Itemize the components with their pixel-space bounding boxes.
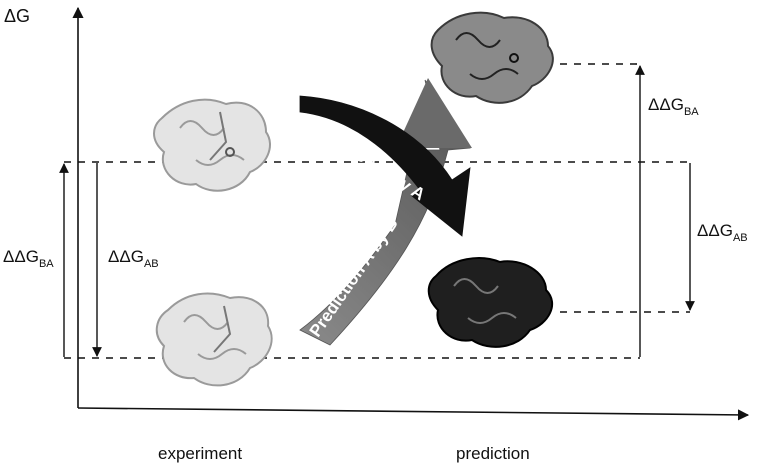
ddg-ba-right-label: ΔΔGBA <box>648 95 699 118</box>
x-axis-label-prediction: prediction <box>456 444 530 463</box>
prediction-a-by-b-label: Prediction A by B <box>306 214 402 340</box>
ddg-ba-left-label: ΔΔGBA <box>3 247 54 270</box>
protein-structure-lower-left <box>155 292 273 387</box>
x-axis <box>77 407 750 421</box>
protein-structure-upper-left <box>153 98 271 192</box>
y-axis-label: ΔG <box>4 6 30 26</box>
x-axis-label-experiment: experiment <box>158 444 242 463</box>
ddg-ab-left-label: ΔΔGAB <box>108 247 159 270</box>
ddg-ab-right-label: ΔΔGAB <box>697 221 748 244</box>
protein-structure-mid-right <box>427 257 553 348</box>
protein-structure-top-right <box>430 11 554 104</box>
